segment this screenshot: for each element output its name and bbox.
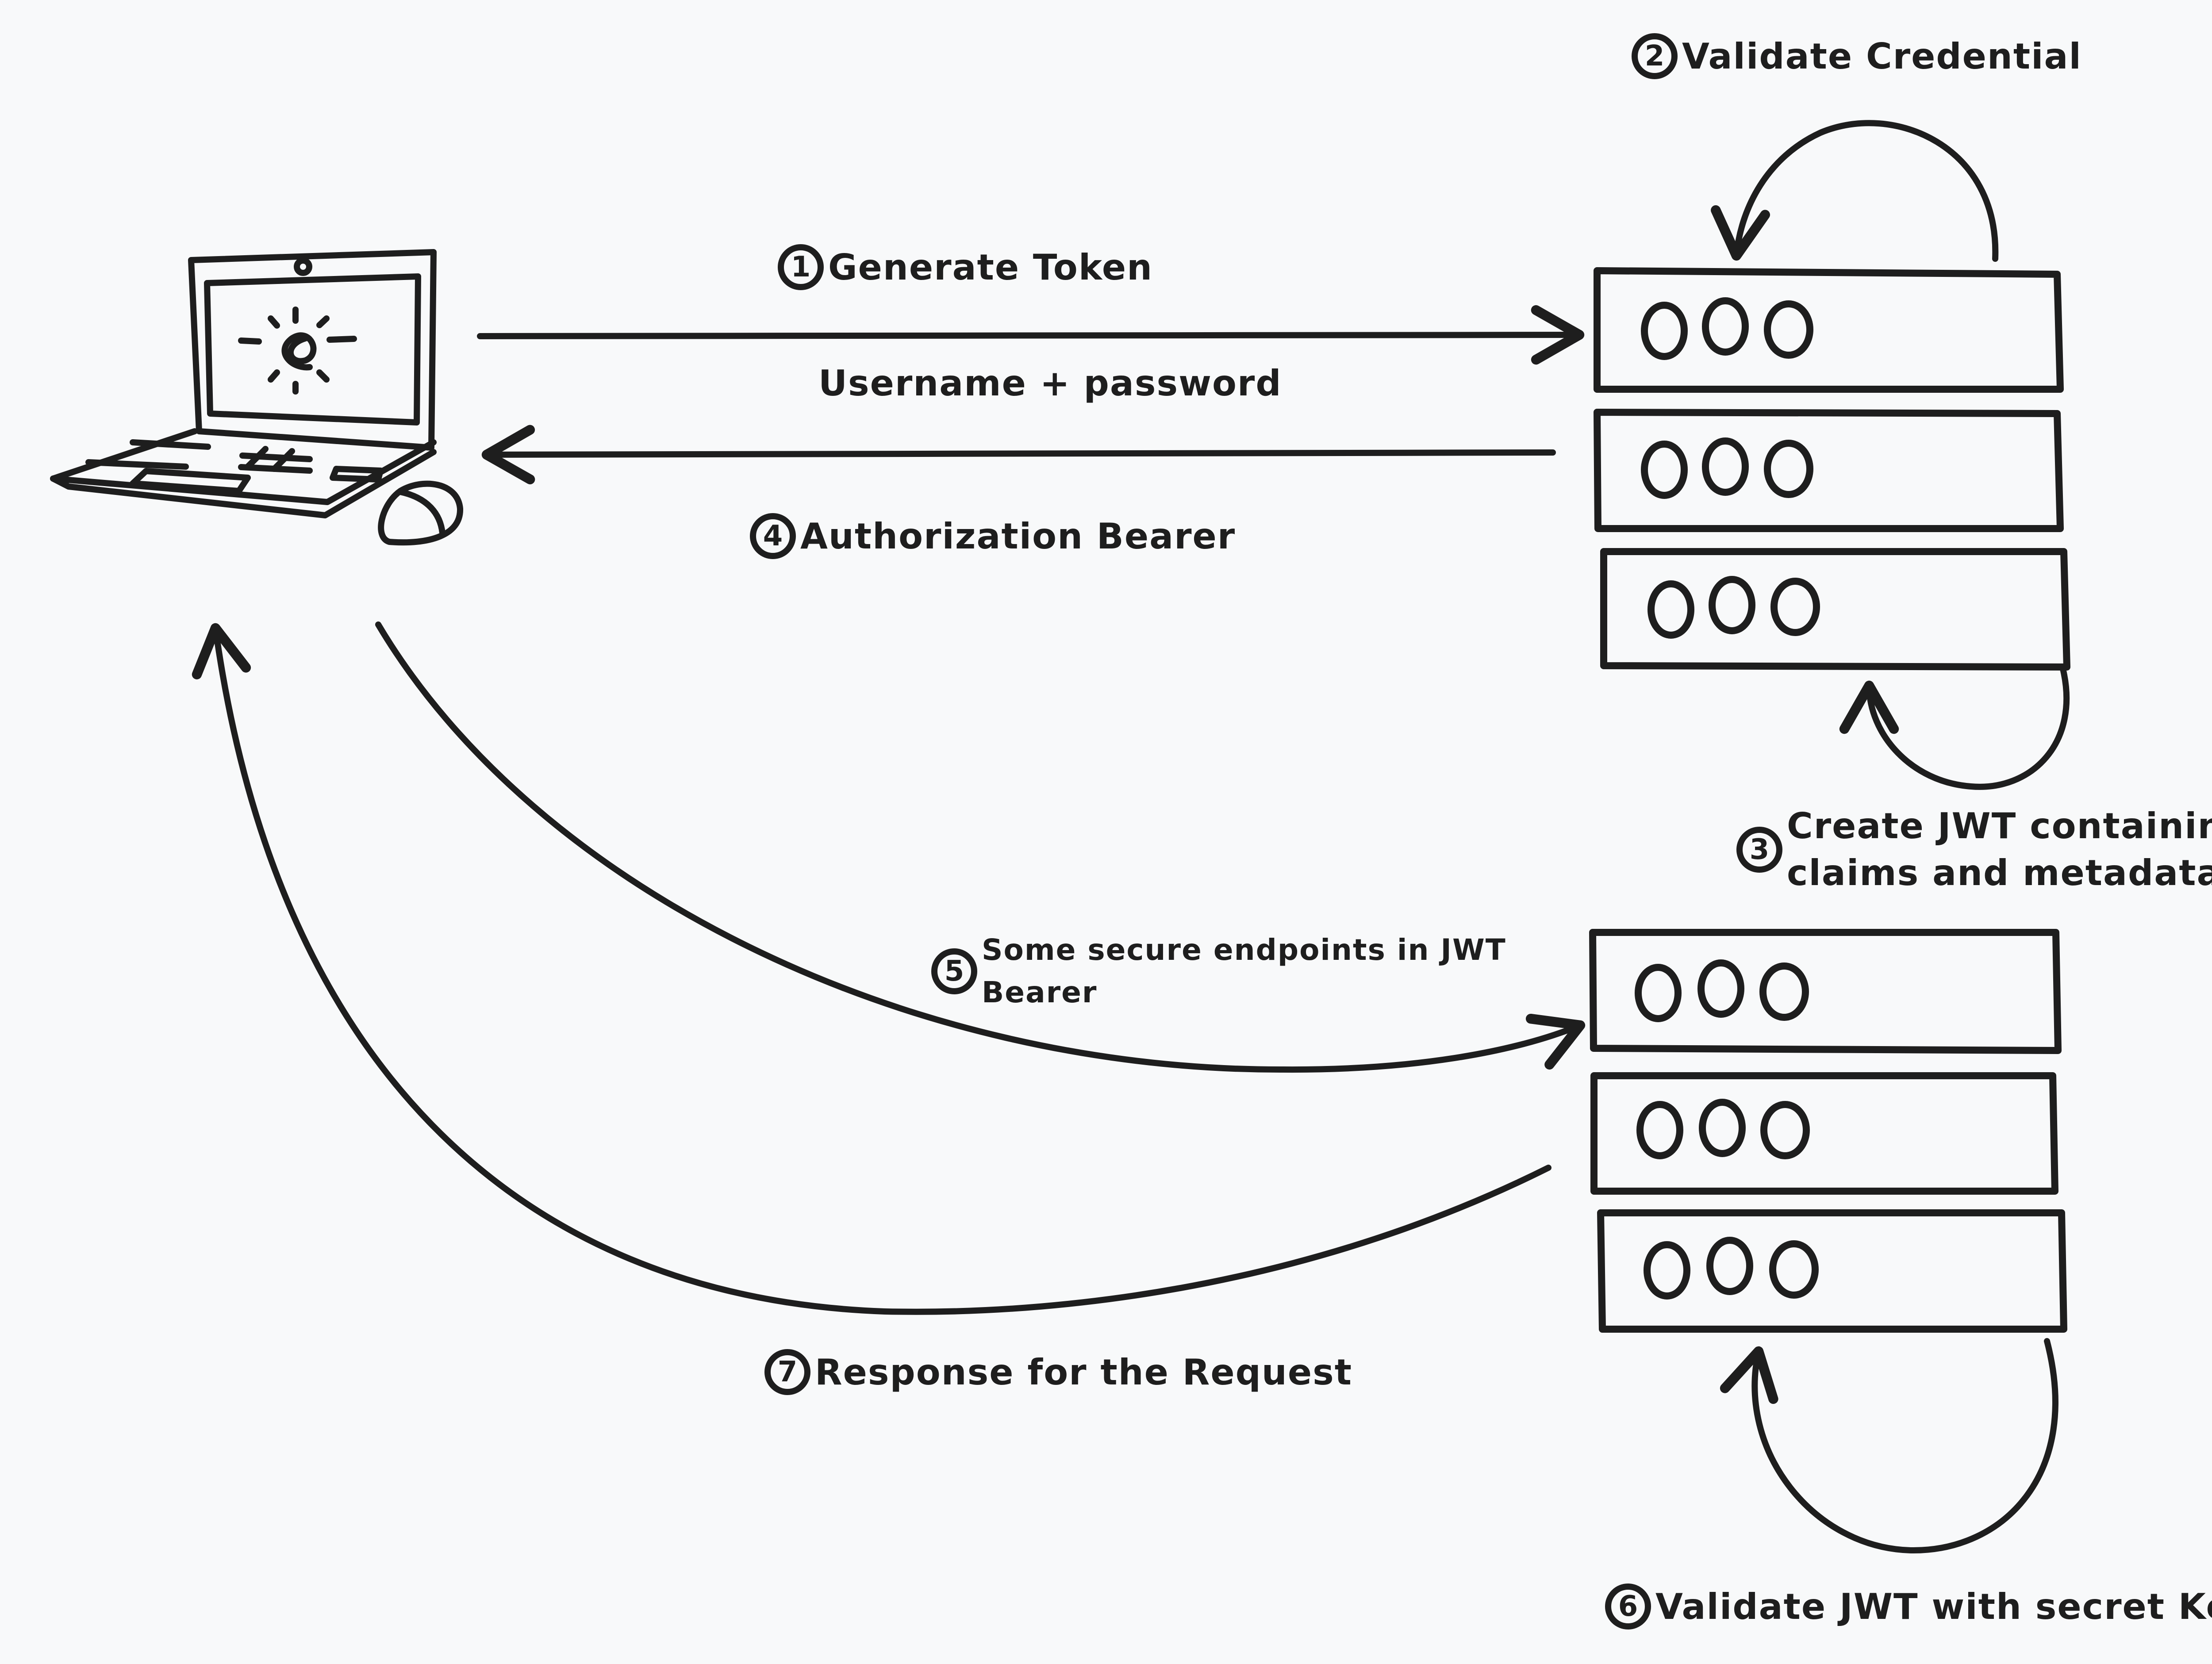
arrow-validate-credential-loop (1711, 120, 1999, 262)
arrow-authorization-bearer (481, 425, 1556, 484)
arrow-create-jwt-loop (1839, 664, 2070, 790)
arrow-validate-jwt-loop (1720, 1338, 2058, 1554)
step-6-badge: 6 (1605, 1583, 1651, 1629)
arrow-secure-endpoints (375, 621, 1586, 1073)
step-4-label: 4 Authorization Bearer (750, 513, 1236, 559)
server-rack-icon (1589, 929, 2067, 1333)
step-7-label: 7 Response for the Request (764, 1349, 1352, 1395)
step-2-badge: 2 (1632, 33, 1678, 79)
laptop-icon (50, 249, 437, 518)
credentials-label: Username + password (818, 363, 1282, 404)
server-rack-icon (1594, 267, 2070, 671)
arrow-response (192, 623, 1551, 1315)
step-2-label: 2 Validate Credential (1632, 33, 2082, 79)
step-4-badge: 4 (750, 513, 796, 559)
step-3-badge: 3 (1736, 827, 1782, 873)
step-1-label: 1 Generate Token (778, 244, 1153, 290)
step-7-badge: 7 (764, 1349, 810, 1395)
arrow-generate-token (477, 305, 1585, 365)
step-3-label: 3 Create JWT containing claims and metad… (1736, 803, 2212, 897)
step-6-label: 6 Validate JWT with secret Key (1605, 1583, 2212, 1629)
mouse-icon (378, 480, 464, 546)
step-5-badge: 5 (931, 948, 977, 994)
step-1-badge: 1 (778, 244, 824, 290)
step-5-label: 5 Some secure endpoints in JWT Bearer (931, 929, 1506, 1014)
